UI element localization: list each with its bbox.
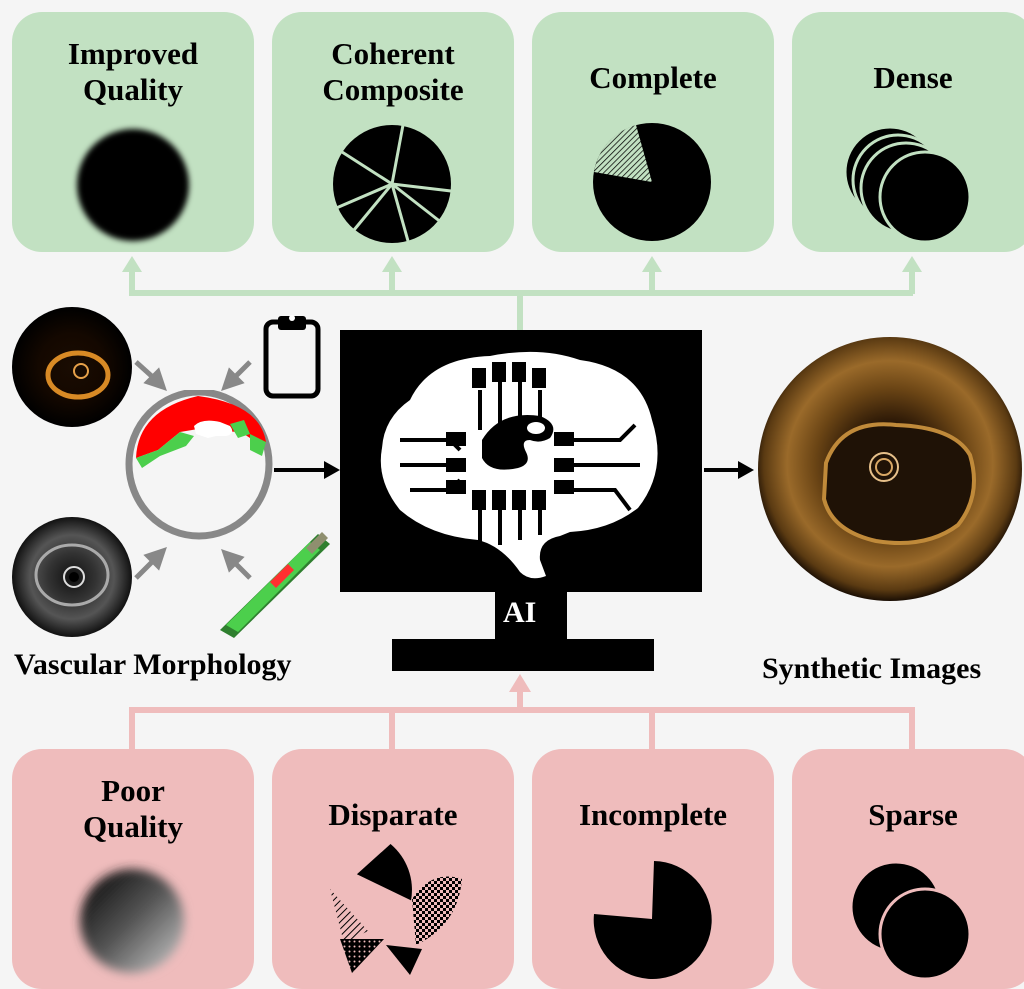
card-sparse: Sparse — [792, 749, 1024, 989]
card-poor-quality: Poor Quality — [12, 749, 254, 989]
brain-circuit-icon — [370, 340, 670, 585]
card-dense: Dense — [792, 12, 1024, 252]
stacked-circles-icon — [792, 12, 1024, 252]
up-arrow — [505, 672, 535, 696]
left-caption: Vascular Morphology — [14, 648, 292, 682]
right-caption: Synthetic Images — [762, 652, 981, 686]
gradient-circle-icon — [12, 749, 254, 989]
card-coherent-composite: Coherent Composite — [272, 12, 514, 252]
connector-line — [909, 707, 915, 749]
connector-line — [649, 707, 655, 749]
connector-line — [389, 707, 395, 749]
card-complete: Complete — [532, 12, 774, 252]
scattered-pieces-icon — [272, 749, 514, 989]
connector-line — [517, 290, 523, 330]
blurred-circle-icon — [12, 12, 254, 252]
ai-label: AI — [503, 596, 536, 630]
pie-segments-icon — [272, 12, 514, 252]
synthetic-oct-image — [756, 335, 1024, 605]
pie-missing-slice-icon — [532, 749, 774, 989]
up-arrows — [0, 250, 1024, 280]
card-disparate: Disparate — [272, 749, 514, 989]
full-pie-icon — [532, 12, 774, 252]
input-arrows — [0, 300, 340, 600]
card-incomplete: Incomplete — [532, 749, 774, 989]
card-improved-quality: Improved Quality — [12, 12, 254, 252]
connector-line — [129, 707, 135, 749]
two-circles-icon — [792, 749, 1024, 989]
